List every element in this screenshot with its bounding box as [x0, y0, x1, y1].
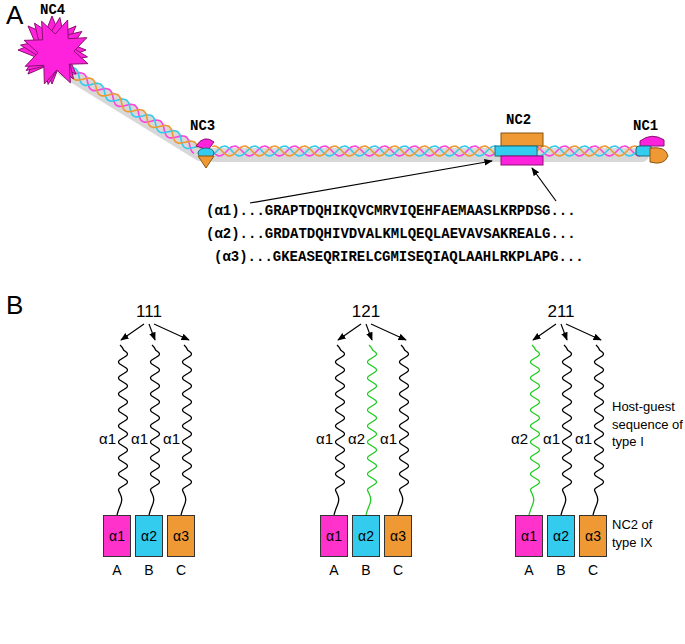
chain-letter: C [385, 562, 411, 578]
helix-strand [64, 62, 197, 147]
fan-arrow [566, 324, 601, 340]
nc1-domain [636, 136, 668, 163]
label: α1 [316, 430, 333, 447]
drawing-part [198, 156, 214, 168]
drawing-part [18, 16, 88, 84]
label: 111 [136, 302, 162, 322]
fan-arrow [149, 324, 155, 340]
sequence-label: NC2 [506, 112, 531, 128]
chain-letter: C [580, 562, 606, 578]
chain-name: α2 [136, 516, 162, 544]
sequence-label: (α1)...GRAPTDQHIKQVCMRVIQEHFAEMAASLKRPDS… [206, 203, 576, 219]
chain-name: α2 [353, 516, 379, 544]
drawing-part [117, 345, 604, 515]
label: A [6, 0, 23, 31]
peptide-chain [529, 345, 540, 515]
drawing-part [121, 324, 601, 340]
chain-box: α1A [103, 515, 131, 557]
chain-box: α2B [547, 515, 575, 557]
chain-box: α2B [352, 515, 380, 557]
drawing-part [640, 136, 664, 146]
label: α2 [348, 430, 365, 447]
label: Host-guest sequence of type I [612, 398, 684, 451]
nc4-star [21, 18, 88, 85]
chain-letter: C [168, 562, 194, 578]
drawing-part [60, 62, 642, 156]
chain-letter: B [136, 562, 162, 578]
chain-letter: B [353, 562, 379, 578]
chain-name: α3 [385, 516, 411, 544]
chain-name: α2 [548, 516, 574, 544]
peptide-chain [398, 345, 409, 515]
fan-arrow [338, 324, 361, 340]
nc2-domain [495, 133, 543, 165]
helix-strand [212, 146, 640, 156]
fan-arrow [366, 324, 372, 340]
nc4-star [24, 20, 88, 84]
pointer-arrow [250, 161, 492, 203]
chain-box: α2B [135, 515, 163, 557]
chain-name: α1 [321, 516, 347, 544]
chain-letter: A [516, 562, 542, 578]
label: α1 [543, 430, 560, 447]
helix-strand [212, 146, 640, 156]
chain-name: α1 [516, 516, 542, 544]
label: α2 [511, 430, 528, 447]
label: 121 [352, 302, 380, 322]
chain-letter: B [548, 562, 574, 578]
sequence-label: (α2)...GRDATDQHIVDVALKMLQEQLAEVAVSAKREAL… [206, 226, 576, 242]
chain-box: α1A [320, 515, 348, 557]
label: α1 [380, 430, 397, 447]
nc3-domain [196, 139, 214, 168]
fan-arrow [533, 324, 556, 340]
drawing-part [501, 133, 543, 146]
drawing-part [495, 146, 537, 156]
label: 211 [547, 302, 574, 322]
drawing-part [501, 156, 543, 165]
chain-box: α1A [515, 515, 543, 557]
chain-name: α1 [104, 516, 130, 544]
peptide-chain [561, 345, 572, 515]
chain-box: α3C [167, 515, 195, 557]
peptide-chain [593, 345, 604, 515]
chain-letter: A [321, 562, 347, 578]
chain-box: α3C [579, 515, 607, 557]
chain-letter: A [104, 562, 130, 578]
fan-arrow [154, 324, 189, 340]
sequence-label: NC4 [40, 2, 65, 18]
fan-arrow [121, 324, 144, 340]
peptide-chain [334, 345, 345, 515]
pointer-arrow [532, 168, 556, 201]
chain-name: α3 [168, 516, 194, 544]
sequence-label: (α3)...GKEASEQRIRELCGMISEQIAQLAAHLRKPLAP… [214, 249, 584, 265]
fan-arrow [371, 324, 406, 340]
fan-arrow [561, 324, 567, 340]
drawing-part [650, 148, 668, 163]
label: α1 [163, 430, 180, 447]
label: NC2 of type IX [612, 516, 678, 551]
helix-strand [212, 146, 640, 156]
peptide-chain [181, 345, 192, 515]
label: α1 [131, 430, 148, 447]
label: B [6, 290, 23, 321]
label: α1 [99, 430, 116, 447]
peptide-chain [366, 345, 377, 515]
sequence-label: NC1 [633, 118, 658, 134]
peptide-chain [117, 345, 128, 515]
chain-box: α3C [384, 515, 412, 557]
chain-name: α3 [580, 516, 606, 544]
label: α1 [575, 430, 592, 447]
sequence-label: NC3 [190, 118, 215, 134]
peptide-chain [149, 345, 160, 515]
